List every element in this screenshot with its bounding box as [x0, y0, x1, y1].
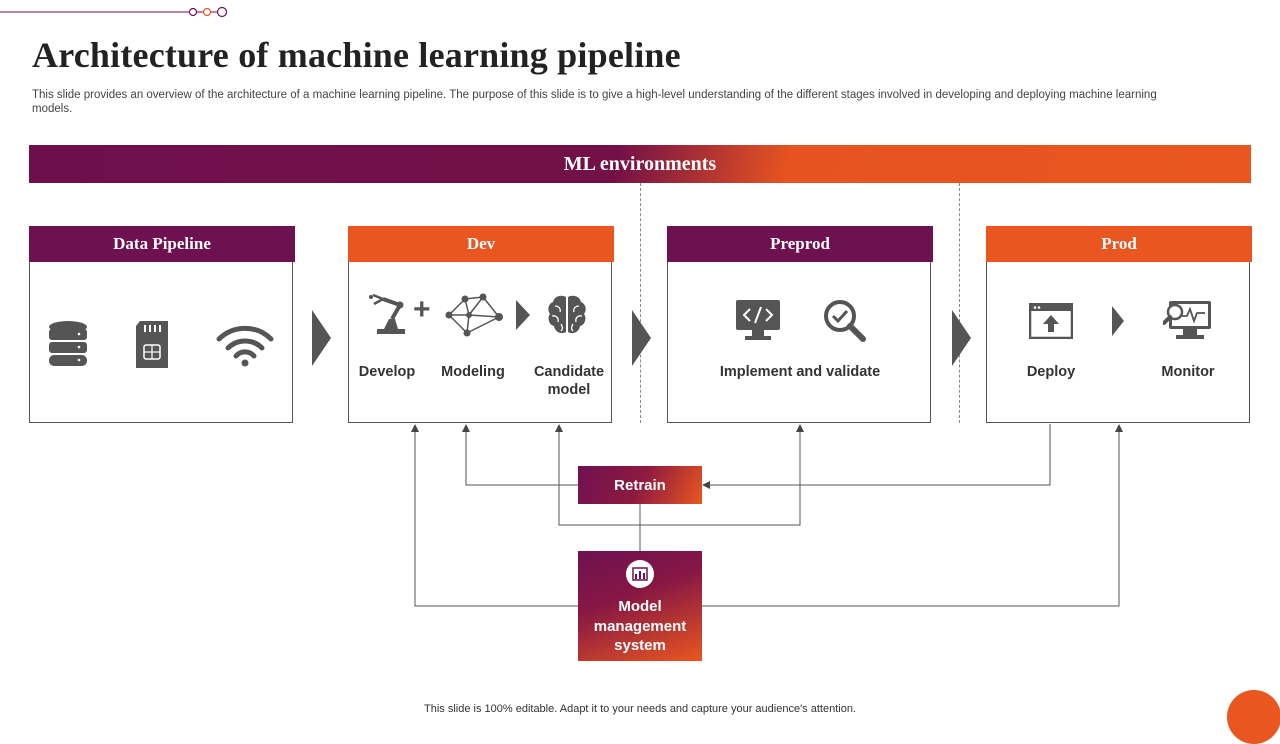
retrain-box: Retrain: [578, 466, 702, 504]
data-pipeline-box: Data Pipeline: [29, 226, 295, 423]
dev-box: Dev + Develop Modeling Candidate model: [348, 226, 614, 423]
dev-header: Dev: [348, 226, 614, 262]
sd-card-icon: [136, 321, 168, 368]
banner-label: ML environments: [563, 152, 717, 175]
brain-icon: [548, 295, 586, 334]
develop-label: Develop: [358, 364, 416, 380]
plus-sign: +: [413, 293, 431, 326]
network-icon: [445, 293, 503, 337]
modeling-label: Modeling: [441, 364, 505, 380]
analytics-circle-icon: [626, 560, 654, 588]
implement-validate-label: Implement and validate: [719, 364, 881, 380]
preprod-box: Preprod Implement and validate: [667, 226, 933, 423]
wifi-icon: [216, 325, 274, 367]
page-subtitle: This slide provides an overview of the a…: [32, 89, 1157, 115]
small-chevron-icon: [516, 300, 530, 330]
corner-decoration: [1227, 690, 1280, 744]
data-pipeline-header: Data Pipeline: [29, 226, 295, 262]
small-chevron-icon-prod: [1112, 306, 1124, 336]
top-decoration: [0, 6, 228, 18]
separator-dev-preprod: [640, 183, 641, 423]
model-management-system-box: Model management system: [578, 551, 702, 661]
candidate-model-label: Candidate model: [533, 364, 605, 398]
database-icon: [49, 321, 87, 366]
monitor-label: Monitor: [1161, 364, 1215, 380]
page-title: Architecture of machine learning pipelin…: [32, 35, 681, 75]
monitor-analytics-icon: [1163, 301, 1211, 339]
ml-environments-banner: ML environments: [29, 145, 1251, 183]
code-monitor-icon: [736, 300, 780, 340]
connector-lines: [312, 310, 1123, 607]
magnifier-check-icon: [824, 300, 866, 342]
robot-arm-icon: [369, 293, 405, 334]
deploy-label: Deploy: [1026, 364, 1076, 380]
deploy-upload-icon: [1029, 303, 1073, 339]
prod-header: Prod: [986, 226, 1252, 262]
retrain-label: Retrain: [614, 476, 666, 494]
prod-box: Prod Deploy Monitor: [986, 226, 1252, 423]
preprod-header: Preprod: [667, 226, 933, 262]
separator-preprod-prod: [959, 183, 960, 423]
model-management-label: Model management system: [593, 598, 687, 654]
footer-note: This slide is 100% editable. Adapt it to…: [424, 703, 856, 715]
